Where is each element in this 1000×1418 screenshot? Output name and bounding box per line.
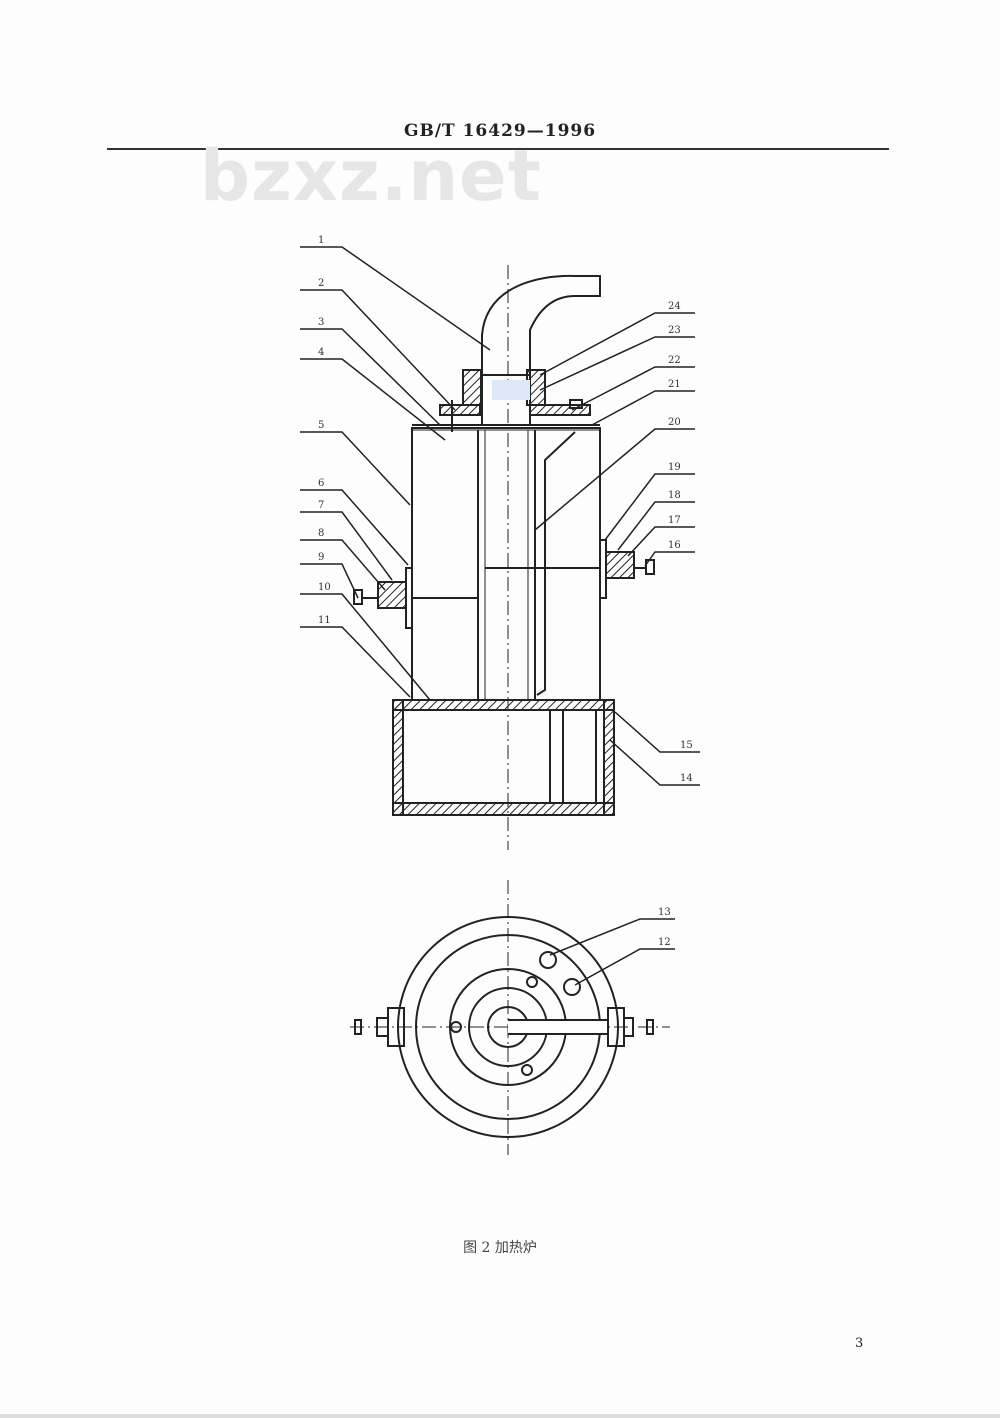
part-label: 5	[318, 420, 324, 431]
part-label: 9	[318, 552, 324, 563]
header-rule	[107, 148, 889, 150]
part-label: 21	[668, 379, 681, 390]
leader-line	[300, 626, 411, 698]
watermark: bzxz.net	[200, 135, 543, 217]
part-label: 20	[668, 417, 681, 428]
part-label: 4	[318, 347, 324, 358]
standard-header: GB/T 16429—1996	[403, 121, 597, 141]
part-label: 3	[318, 317, 324, 328]
leader-line	[300, 246, 491, 351]
leader-line	[300, 289, 456, 411]
part-label: 11	[318, 615, 331, 626]
leader-line	[300, 539, 386, 591]
leader-line	[644, 551, 695, 567]
leader-line	[300, 593, 431, 701]
part-label: 23	[668, 325, 681, 336]
part-label: 15	[680, 740, 693, 751]
leader-line	[549, 918, 675, 956]
leader-line	[574, 948, 675, 986]
part-label: 17	[668, 515, 681, 526]
leader-line	[591, 390, 695, 426]
part-label: 18	[668, 490, 681, 501]
leader-line	[300, 358, 446, 441]
leader-line	[300, 489, 409, 566]
page-bottom-edge	[0, 1414, 1000, 1418]
part-label: 2	[318, 278, 324, 289]
part-label: 19	[668, 462, 681, 473]
leader-line	[609, 739, 700, 786]
leader-line	[300, 328, 441, 426]
bottom-view	[350, 880, 670, 1155]
leader-line	[539, 336, 695, 391]
leader-line	[604, 473, 695, 541]
side-view	[353, 265, 655, 850]
leader-line	[539, 312, 695, 376]
part-label: 24	[668, 301, 681, 312]
part-label: 22	[668, 355, 681, 366]
part-label: 10	[318, 582, 331, 593]
part-label: 7	[318, 500, 324, 511]
leader-line	[571, 366, 695, 411]
leader-line	[300, 431, 411, 506]
part-label: 6	[318, 478, 324, 489]
part-label: 1	[318, 235, 324, 246]
part-label: 14	[680, 773, 693, 784]
page-number: 3	[855, 1336, 864, 1351]
part-label: 8	[318, 528, 324, 539]
part-leader-lines	[300, 246, 700, 986]
part-label: 12	[658, 937, 671, 948]
leader-line	[617, 501, 695, 551]
figure-caption: 图 2 加热炉	[463, 1240, 537, 1256]
part-label: 13	[658, 907, 671, 918]
leader-line	[534, 428, 695, 531]
leader-line	[300, 511, 393, 581]
leader-line	[614, 711, 700, 753]
leader-line	[300, 563, 359, 599]
part-label: 16	[668, 540, 681, 551]
leader-line	[627, 526, 695, 557]
